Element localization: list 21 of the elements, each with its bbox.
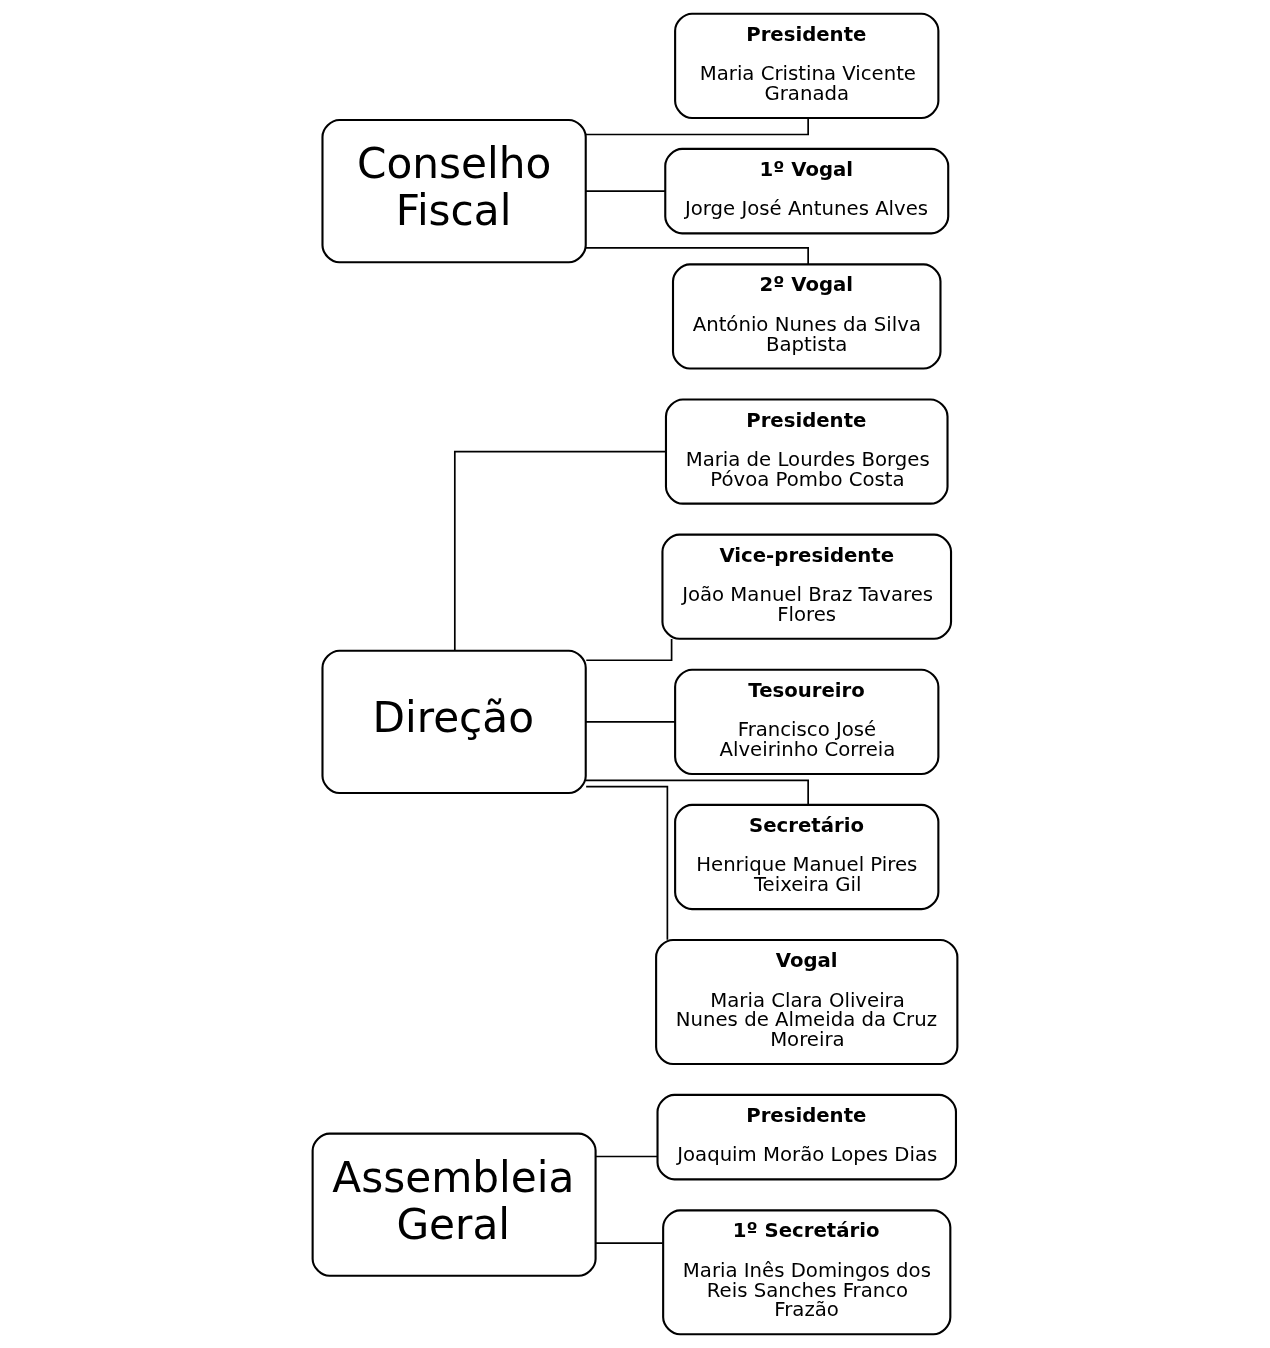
connector [585, 190, 666, 192]
node-box: Assembleia Geral [311, 1132, 597, 1277]
node-box: Presidente Maria Cristina Vicente Granada [674, 12, 940, 119]
node-box: 2º Vogal António Nunes da Silva Baptista [671, 263, 942, 370]
node-box: Secretário Henrique Manuel Pires Teixeira Gil [674, 803, 940, 911]
node-box: Presidente Joaquim Morão Lopes Dias [656, 1093, 957, 1181]
node-box: 1º Vogal Jorge José Antunes Alves [664, 147, 950, 235]
node-box: Vice-presidente João Manuel Braz Tavares Flores [661, 533, 953, 640]
node-box: Vogal Maria Clara Oliveira Nunes de Almeida da Cruz Moreira [655, 939, 959, 1065]
connector [453, 450, 667, 652]
connector [585, 779, 809, 806]
connector [585, 638, 673, 662]
node-box: Conselho Fiscal [321, 119, 587, 264]
connector [585, 721, 676, 723]
connector [585, 785, 669, 941]
connector [595, 1155, 658, 1158]
connector [595, 1242, 664, 1244]
node-box: Presidente Maria de Lourdes Borges Póvoa Pombo Costa [664, 398, 949, 505]
node-box: 1º Secretário Maria Inês Domingos dos Reis Sanches Franco Frazão [662, 1209, 952, 1336]
node-box: Tesoureiro Francisco José Alveirinho Correia [674, 668, 940, 775]
node-box: Direção [321, 649, 587, 794]
